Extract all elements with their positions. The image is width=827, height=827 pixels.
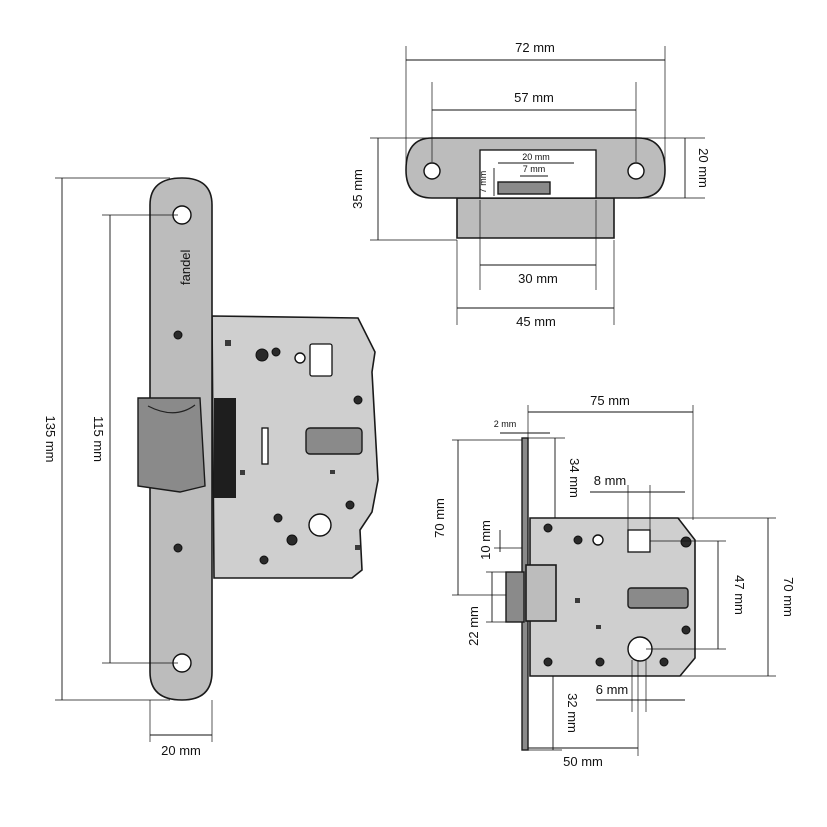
latch-bolt — [137, 397, 206, 493]
case-speck — [355, 545, 360, 550]
case-rivet — [681, 625, 691, 635]
key-hole — [308, 513, 332, 537]
dim-depth-label: 75 mm — [590, 393, 630, 408]
case-speck — [225, 340, 231, 346]
case-rivet — [345, 500, 355, 510]
dim-backset-label: 50 mm — [563, 754, 603, 769]
case-rivet — [543, 523, 553, 533]
dim-height-label: 135 mm — [43, 416, 58, 463]
case-rivet — [543, 657, 553, 667]
latch-block — [525, 564, 557, 622]
dim-key-spacing-label: 47 mm — [732, 575, 747, 615]
strike-tongue — [497, 181, 551, 195]
dim-total-width-label: 72 mm — [515, 40, 555, 55]
side-view: 75 mm 2 mm 34 mm 8 mm 70 mm 10 mm 22 mm … — [432, 393, 796, 769]
case-slot — [261, 427, 269, 465]
case-speck — [596, 625, 601, 629]
dim-strike-screw-label: 57 mm — [514, 90, 554, 105]
case-window — [309, 343, 333, 377]
strike-plate-view: 72 mm 57 mm 35 mm 20 mm 20 mm 7 mm 7 mm … — [350, 40, 711, 329]
case-rivet — [353, 395, 363, 405]
faceplate-rivet — [173, 543, 183, 553]
case-rivet — [680, 536, 692, 548]
case-hole — [294, 352, 306, 364]
dim-inner-slot-label: 7 mm — [523, 164, 546, 174]
dim-faceplate-width-label: 20 mm — [161, 743, 201, 758]
case-rivet — [255, 348, 269, 362]
dim-bottom-offset-label: 32 mm — [565, 693, 580, 733]
case-speck — [330, 470, 335, 474]
latch-housing — [214, 398, 236, 498]
dim-slot-width-label: 20 mm — [522, 152, 550, 162]
dim-strike-height-label: 35 mm — [350, 169, 365, 209]
case-rivet — [659, 657, 669, 667]
brand-logo: fandel — [178, 249, 193, 285]
faceplate-rivet — [173, 330, 183, 340]
dim-slot-height-label: 7 mm — [478, 171, 488, 194]
front-view: fandel 135 mm 115 mm 20 mm — [43, 177, 379, 758]
strike-screw-hole — [627, 162, 645, 180]
dim-faceplate-thickness-label: 2 mm — [494, 419, 517, 429]
dim-case-height-label: 70 mm — [781, 577, 796, 617]
spindle-bar — [627, 587, 689, 609]
strike-screw-hole — [423, 162, 441, 180]
dim-lip-inner-label: 30 mm — [518, 271, 558, 286]
dim-spindle-square-label: 8 mm — [594, 473, 627, 488]
case-rivet — [259, 555, 269, 565]
dim-key-square-label: 6 mm — [596, 682, 629, 697]
case-hole — [592, 534, 604, 546]
spindle-square — [627, 529, 651, 553]
dim-lip-outer-label: 45 mm — [516, 314, 556, 329]
dim-spindle-to-key-label: 70 mm — [432, 498, 447, 538]
case-rivet — [286, 534, 298, 546]
case-rivet — [273, 513, 283, 523]
dim-latch-height-label: 22 mm — [466, 606, 481, 646]
latch-tail — [305, 427, 363, 455]
lock-case-front — [211, 315, 379, 579]
case-rivet — [595, 657, 605, 667]
side-latch — [505, 571, 525, 623]
dim-top-offset-label: 34 mm — [567, 458, 582, 498]
case-speck — [575, 598, 580, 603]
dim-screw-spacing-label: 115 mm — [91, 416, 106, 462]
dim-plate-height-label: 20 mm — [696, 148, 711, 188]
case-rivet — [573, 535, 583, 545]
case-speck — [240, 470, 245, 475]
dim-latch-offset-label: 10 mm — [478, 520, 493, 560]
case-rivet — [271, 347, 281, 357]
strike-lip — [456, 197, 615, 239]
